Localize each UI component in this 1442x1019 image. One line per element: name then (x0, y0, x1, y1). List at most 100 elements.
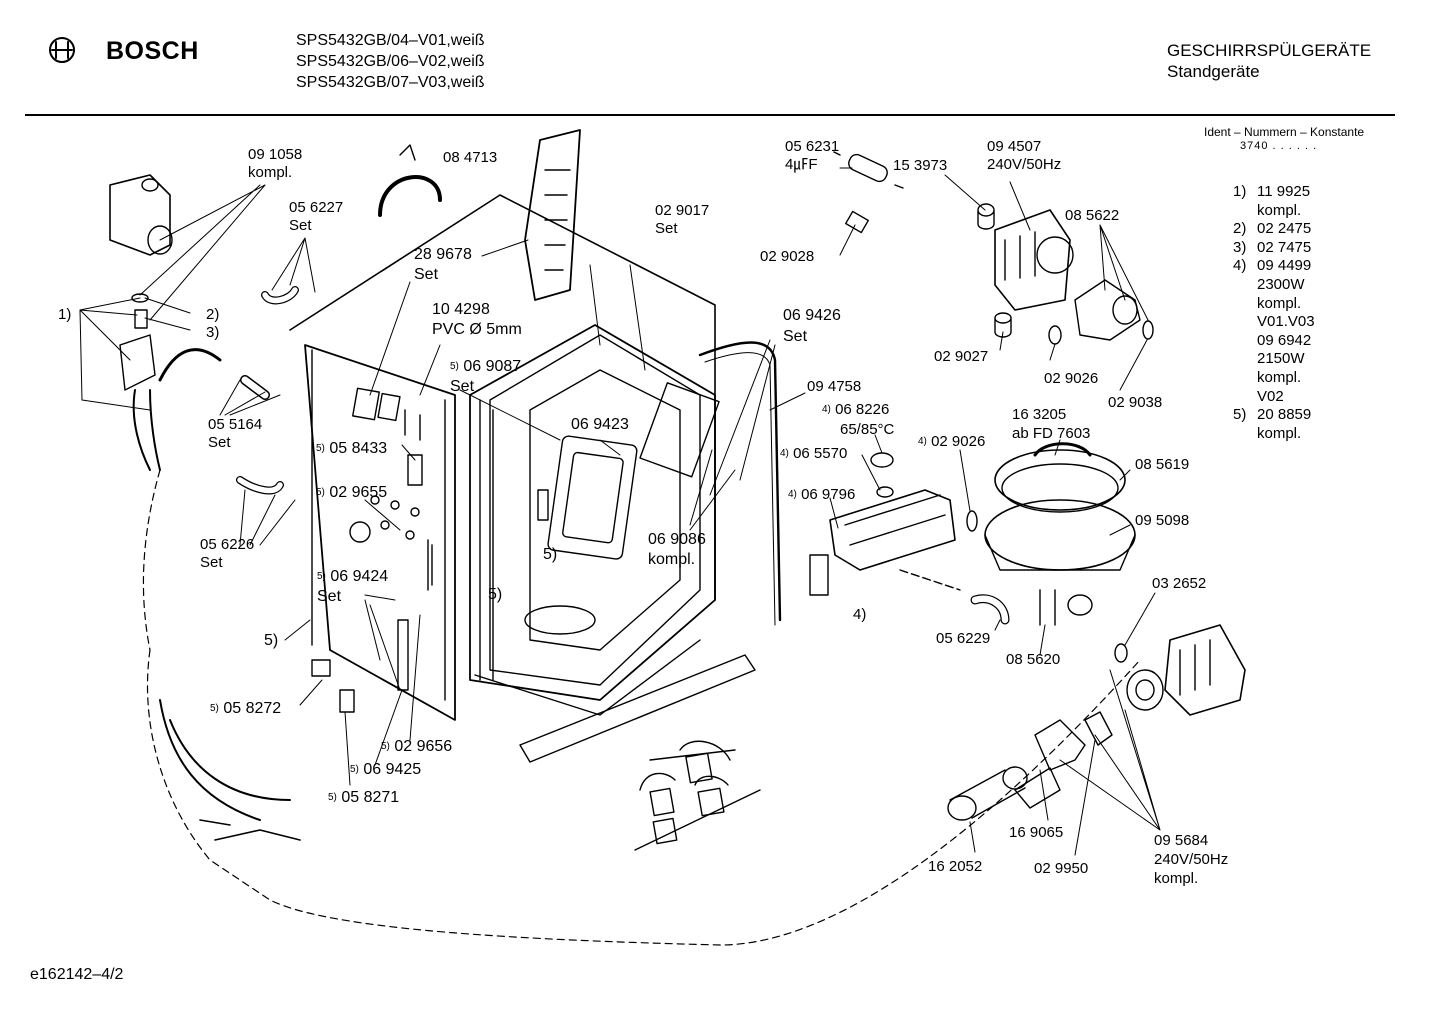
legend-value: 09 6942 (1257, 331, 1312, 349)
part-label: 08 5620 (1006, 651, 1061, 668)
part-label: 02 9038 (1108, 394, 1163, 411)
bush (994, 312, 1012, 338)
legend-key: 3) (1233, 238, 1247, 256)
part-label: Set (414, 266, 439, 283)
ref-label: 5) (264, 632, 279, 649)
part-label: 10 4298 (432, 301, 490, 318)
sump-assembly (984, 442, 1136, 626)
legend-row: 2150W (1233, 350, 1315, 369)
legend-row: 2) 02 2475 (1233, 220, 1315, 239)
ref-label: 4) (853, 606, 867, 623)
model-line: SPS5432GB/07–V03,weiß (296, 74, 485, 91)
legend-value: 09 4499 (1257, 257, 1312, 275)
part-label: 05 6231 (785, 138, 840, 155)
part-label: 09 5098 (1135, 512, 1190, 529)
footnote-legend: 1)11 9925 kompl. 2)02 2475 3)02 7475 4)0… (1233, 183, 1315, 443)
part-label: ab FD 7603 (1012, 425, 1091, 442)
capacitor (833, 151, 904, 189)
part-label: 5) 05 8433 (316, 440, 388, 457)
part-number: 06 9796 (801, 486, 856, 503)
part-label: Set (783, 328, 808, 345)
cable-harness (169, 719, 291, 801)
part-label: 05 5164 (208, 416, 263, 433)
legend-key: 2) (1233, 220, 1247, 238)
part-label: 05 6227 (289, 199, 344, 216)
part-number: 02 9656 (394, 738, 453, 755)
o-ring (1114, 643, 1128, 663)
part-label: 5) 02 9655 (316, 484, 388, 501)
legend-value: 2150W (1257, 350, 1305, 368)
part-label: 4) 02 9026 (918, 433, 986, 450)
part-label: 4) 06 8226 (822, 401, 890, 418)
drain-pipe (1014, 767, 1061, 809)
legend-row: kompl. (1233, 425, 1315, 444)
part-label: 06 9086 (648, 531, 706, 548)
part-label: 02 9017 (655, 202, 710, 219)
document-code: e162142–4/2 (30, 966, 124, 983)
part-label: 28 9678 (414, 246, 472, 263)
door-switch (311, 659, 331, 677)
part-label: 5) 06 9425 (350, 761, 422, 778)
part-number: 05 8271 (341, 789, 400, 806)
model-line: SPS5432GB/04–V01,weiß (296, 32, 485, 49)
bosch-logo-icon (49, 37, 75, 63)
hose (241, 376, 269, 399)
part-label: 09 5684 (1154, 832, 1209, 849)
circulation-pump-motor (994, 209, 1074, 311)
legend-row: 09 6942 (1233, 332, 1315, 351)
legend-row: 4)09 4499 (1233, 257, 1315, 276)
part-label: 05 6226 (200, 536, 255, 553)
connector-blocks (634, 740, 761, 851)
part-label: 16 2052 (928, 858, 983, 875)
part-label: 03 2652 (1152, 575, 1207, 592)
legend-row: kompl. (1233, 295, 1315, 314)
legend-value: kompl. (1257, 368, 1302, 386)
top-gasket (524, 129, 581, 301)
part-number: 06 9087 (463, 358, 522, 375)
model-line: SPS5432GB/06–V02,weiß (296, 53, 485, 70)
ref-label: 3) (206, 324, 220, 341)
model-list: SPS5432GB/04–V01,weiß SPS5432GB/06–V02,w… (296, 30, 485, 93)
part-label: 06 9426 (783, 307, 841, 324)
part-label: Set (208, 434, 231, 451)
drain-tube (947, 766, 1028, 821)
o-ring (1142, 320, 1154, 340)
part-label: 5) 06 9424 (317, 568, 389, 585)
legend-value: 11 9925 (1257, 183, 1311, 200)
part-label: 02 9028 (760, 248, 815, 265)
ident-number: 3740 . . . . . . (1240, 140, 1318, 152)
part-label: kompl. (248, 164, 293, 181)
part-number: 02 9026 (931, 433, 986, 450)
legend-row: 3)02 7475 (1233, 239, 1315, 258)
leader-lines (79, 167, 1161, 856)
part-label: 09 4758 (807, 378, 862, 395)
legend-value: V02 (1257, 387, 1284, 405)
part-label: 5) 05 8272 (210, 700, 282, 717)
category-title: GESCHIRRSPÜLGERÄTE (1167, 41, 1372, 60)
ref-label: 5) (543, 546, 558, 563)
hose (262, 287, 298, 304)
ref-label: 2) (206, 306, 220, 323)
side-panel (304, 344, 456, 721)
base-rail (519, 654, 756, 763)
legend-row: kompl. (1233, 202, 1315, 221)
part-label: kompl. (1154, 870, 1199, 887)
base-rail (474, 639, 701, 716)
part-label: 16 9065 (1009, 824, 1064, 841)
drain-pump (1126, 624, 1246, 716)
dashed-boundary-line (146, 649, 1141, 946)
part-number: 05 8433 (329, 440, 388, 457)
part-label: 4㎌F (785, 156, 818, 173)
thermostat (870, 452, 894, 498)
part-label: 240V/50Hz (987, 156, 1062, 173)
part-label: 08 5622 (1065, 207, 1120, 224)
legend-value: kompl. (1257, 201, 1302, 219)
part-label: 65/85°C (840, 421, 895, 438)
water-softener (109, 174, 173, 256)
bracket (845, 210, 869, 234)
legend-value: kompl. (1257, 294, 1302, 312)
legend-row: 2300W (1233, 276, 1315, 295)
brand-name: BOSCH (106, 37, 199, 65)
legend-value: 02 2475 (1257, 220, 1312, 238)
